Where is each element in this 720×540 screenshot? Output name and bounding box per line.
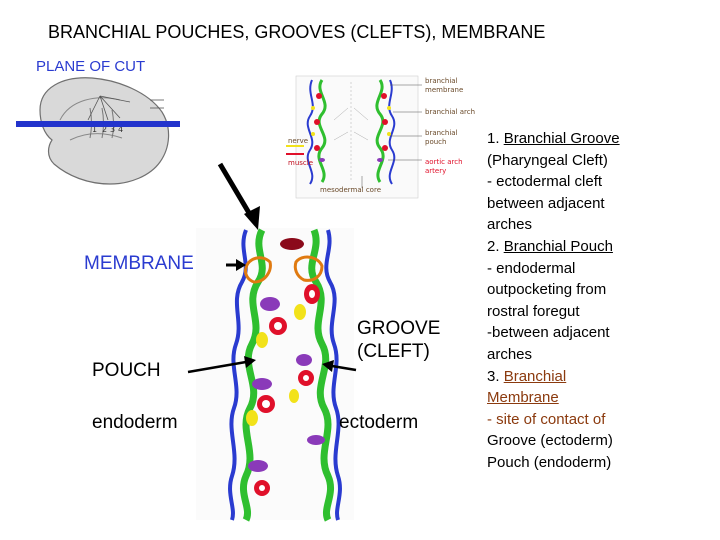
note-3-term-a: Branchial bbox=[503, 367, 567, 385]
plane-of-cut-label: PLANE OF CUT bbox=[36, 58, 146, 75]
note-1-line4: between adjacent bbox=[487, 194, 605, 212]
note-2-line5: -between adjacent bbox=[487, 324, 610, 342]
embryo-number-2: 2 bbox=[102, 125, 107, 134]
note-2-line6: arches bbox=[487, 345, 533, 363]
note-1-line5: arches bbox=[487, 216, 533, 234]
embryo-number-4: 4 bbox=[118, 125, 123, 134]
inset-label-muscle: muscle bbox=[288, 159, 313, 167]
inset-label-branchial-arch: branchial arch bbox=[425, 108, 475, 116]
note-3-heading: 3. Branchial bbox=[487, 366, 717, 388]
pouch-label: POUCH bbox=[92, 360, 161, 381]
page-title: BRANCHIAL POUCHES, GROOVES (CLEFTS), MEM… bbox=[48, 22, 546, 42]
note-3-line2: - site of contact of bbox=[487, 410, 606, 428]
groove-label-line2: (CLEFT) bbox=[357, 340, 430, 362]
inset-label-branchial: branchial bbox=[425, 77, 458, 85]
note-3-line4: Pouch (endoderm) bbox=[487, 453, 612, 471]
note-1-heading: 1. Branchial Groove bbox=[487, 128, 717, 150]
inset-label-mesodermal-core: mesodermal core bbox=[320, 186, 381, 194]
embryo-number-1: 1 bbox=[92, 125, 97, 134]
plane-of-cut-bar bbox=[16, 121, 180, 127]
inset-label-membrane: membrane bbox=[425, 86, 463, 94]
note-2-line3: outpocketing from bbox=[487, 281, 607, 299]
note-2-heading: 2. Branchial Pouch bbox=[487, 236, 717, 258]
inset-label-pouch: pouch bbox=[425, 138, 446, 146]
note-2-line2: - endodermal bbox=[487, 259, 576, 277]
inset-label-nerve: nerve bbox=[288, 137, 308, 145]
notes-panel: 1. Branchial Groove (Pharyngeal Cleft) -… bbox=[487, 128, 717, 474]
inset-label-branchial-2: branchial bbox=[425, 129, 458, 137]
note-1-line2: (Pharyngeal Cleft) bbox=[487, 151, 608, 169]
diagram-arrows bbox=[187, 162, 357, 374]
note-3-number: 3. bbox=[487, 367, 504, 385]
membrane-label: MEMBRANE bbox=[84, 253, 194, 274]
note-2-term: Branchial Pouch bbox=[503, 237, 613, 255]
note-3-term-b: Membrane bbox=[487, 389, 559, 407]
embryo-number-3: 3 bbox=[110, 125, 115, 134]
inset-label-aortic-arch: aortic arch bbox=[425, 158, 463, 166]
note-2-line4: rostral foregut bbox=[487, 302, 580, 320]
large-cross-section bbox=[196, 228, 354, 522]
note-3-line3: Groove (ectoderm) bbox=[487, 432, 613, 450]
note-2-number: 2. bbox=[487, 237, 504, 255]
groove-label-line1: GROOVE bbox=[357, 318, 441, 339]
note-1-line3: - ectodermal cleft bbox=[487, 173, 603, 191]
note-1-term: Branchial Groove bbox=[503, 130, 620, 147]
endoderm-label: endoderm bbox=[92, 412, 178, 433]
ectoderm-label: ectoderm bbox=[339, 412, 419, 433]
note-1-number: 1. bbox=[487, 130, 504, 147]
inset-cross-section bbox=[286, 75, 422, 199]
inset-label-artery: artery bbox=[425, 167, 446, 175]
groove-label: GROOVE (CLEFT) bbox=[357, 318, 440, 364]
embryo-sketch bbox=[39, 77, 170, 185]
